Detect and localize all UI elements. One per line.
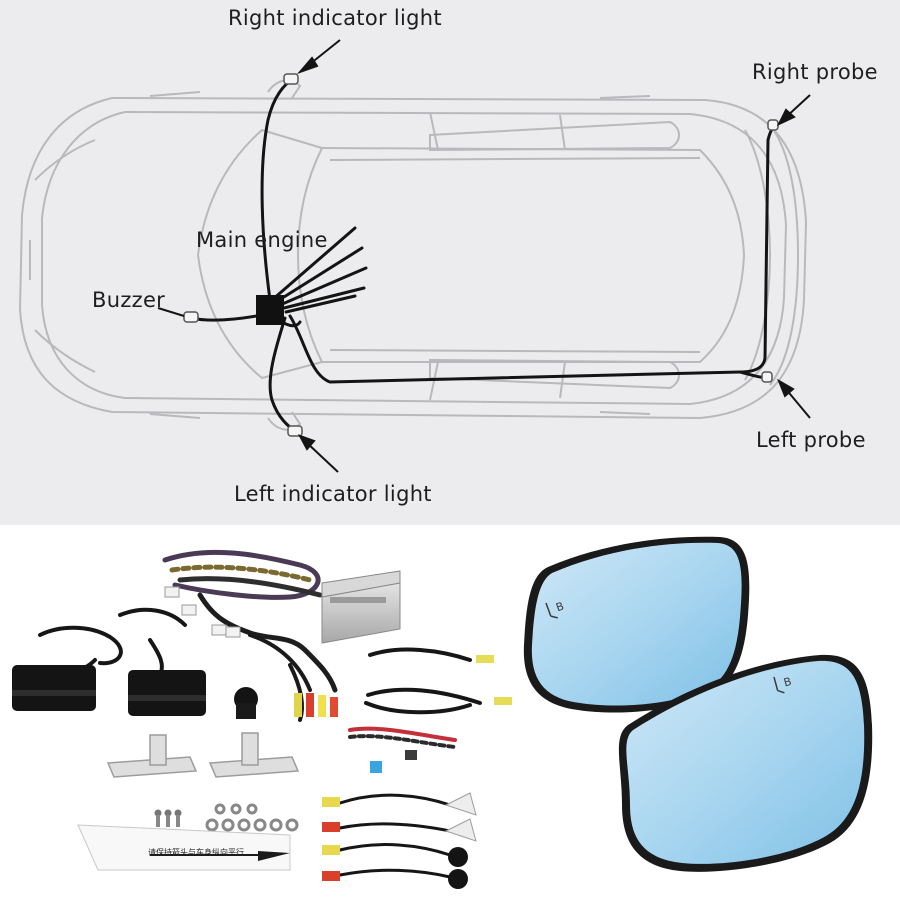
control-box <box>321 570 401 644</box>
alignment-guide <box>77 824 291 871</box>
small-module <box>405 750 417 760</box>
mirror-glass-lower: B <box>618 654 873 872</box>
blind-spot-icon-text: B <box>554 600 566 615</box>
blind-spot-icon: B <box>545 600 566 619</box>
label-buzzer: Buzzer <box>92 288 166 312</box>
car-outline-svg <box>18 39 811 473</box>
installation-diagram: Right indicator light Right probe Main e… <box>0 0 900 525</box>
buzzer-unit <box>234 687 258 719</box>
door-light-connectors <box>322 797 340 881</box>
indicator-connector-1 <box>476 655 494 663</box>
car-body-outline <box>18 79 808 431</box>
mounting-brackets <box>106 732 300 778</box>
label-left-indicator-light: Left indicator light <box>234 482 432 506</box>
door-light-heads <box>444 792 477 889</box>
indicator-connector-2 <box>494 697 512 705</box>
harness-connectors <box>164 586 241 638</box>
blue-connector <box>370 761 382 773</box>
door-light-cables <box>338 793 452 879</box>
screws <box>154 809 182 827</box>
power-connectors <box>294 693 338 717</box>
mirror-glass-upper: B <box>523 536 750 713</box>
pointer-arrows <box>157 39 811 473</box>
kit-components-svg: B B <box>12 536 873 889</box>
wiring-harness <box>188 78 778 434</box>
label-right-indicator-light: Right indicator light <box>228 6 442 30</box>
blind-spot-icon-2-text: B <box>782 675 793 690</box>
blind-spot-icon-2: B <box>773 675 793 694</box>
main-engine-box <box>256 295 284 325</box>
red-harness <box>348 726 457 749</box>
label-main-engine: Main engine <box>196 228 328 252</box>
radar-sensor-left <box>12 665 96 711</box>
bracket-note-text: 请保持箭头与车身纵向平行 <box>148 848 244 857</box>
product-kit-photo: B B 请保持箭头与车身纵向平行 <box>0 525 900 900</box>
label-left-probe: Left probe <box>756 428 866 452</box>
washers <box>205 803 299 832</box>
main-harness <box>162 549 338 693</box>
indicator-cables <box>364 647 482 715</box>
component-markers <box>183 73 779 437</box>
radar-sensor-right <box>128 670 206 716</box>
label-right-probe: Right probe <box>752 60 878 84</box>
